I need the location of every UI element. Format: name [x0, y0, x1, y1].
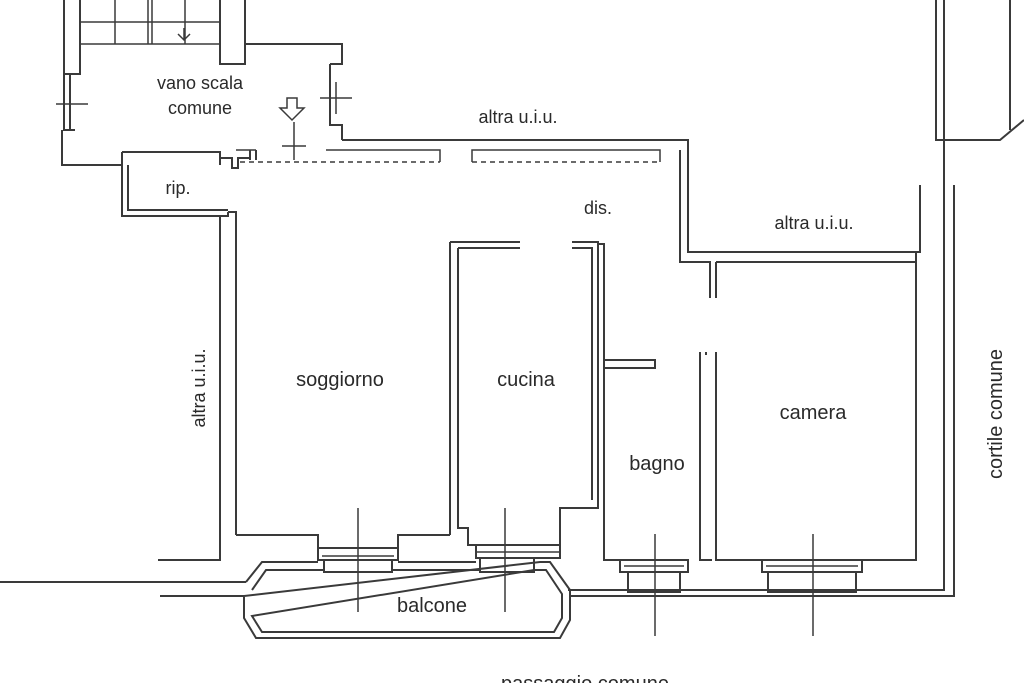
entrance-arrow-icon: [278, 97, 306, 160]
balcone-label: balcone: [397, 595, 467, 617]
stair-hall-walls: [56, 64, 352, 166]
soggiorno-label: soggiorno: [296, 369, 384, 391]
altra-uiu-top-label: altra u.i.u.: [478, 107, 557, 127]
altra-uiu-left-label: altra u.i.u.: [189, 348, 209, 427]
balcony: [160, 561, 571, 639]
camera-label: camera: [780, 402, 848, 424]
vano-scala-comune-label: comune: [168, 98, 232, 118]
living-kitchen-walls: [236, 241, 599, 549]
passaggio-comune-label: passaggio comune: [501, 673, 669, 683]
cortile-comune-label: cortile comune: [985, 349, 1007, 479]
ripostiglio-walls: [0, 165, 246, 583]
dis-label: dis.: [584, 198, 612, 218]
bathroom-walls: [598, 243, 712, 561]
altra-uiu-right-label: altra u.i.u.: [774, 213, 853, 233]
cucina-label: cucina: [497, 369, 556, 391]
windows: [317, 508, 863, 636]
right-exterior-walls: [568, 0, 1024, 597]
bagno-label: bagno: [629, 453, 685, 475]
rip-label: rip.: [165, 178, 190, 198]
corridor-boundary: [220, 139, 921, 298]
staircase: [63, 0, 343, 75]
vano-scala-label: vano scala: [157, 73, 244, 93]
